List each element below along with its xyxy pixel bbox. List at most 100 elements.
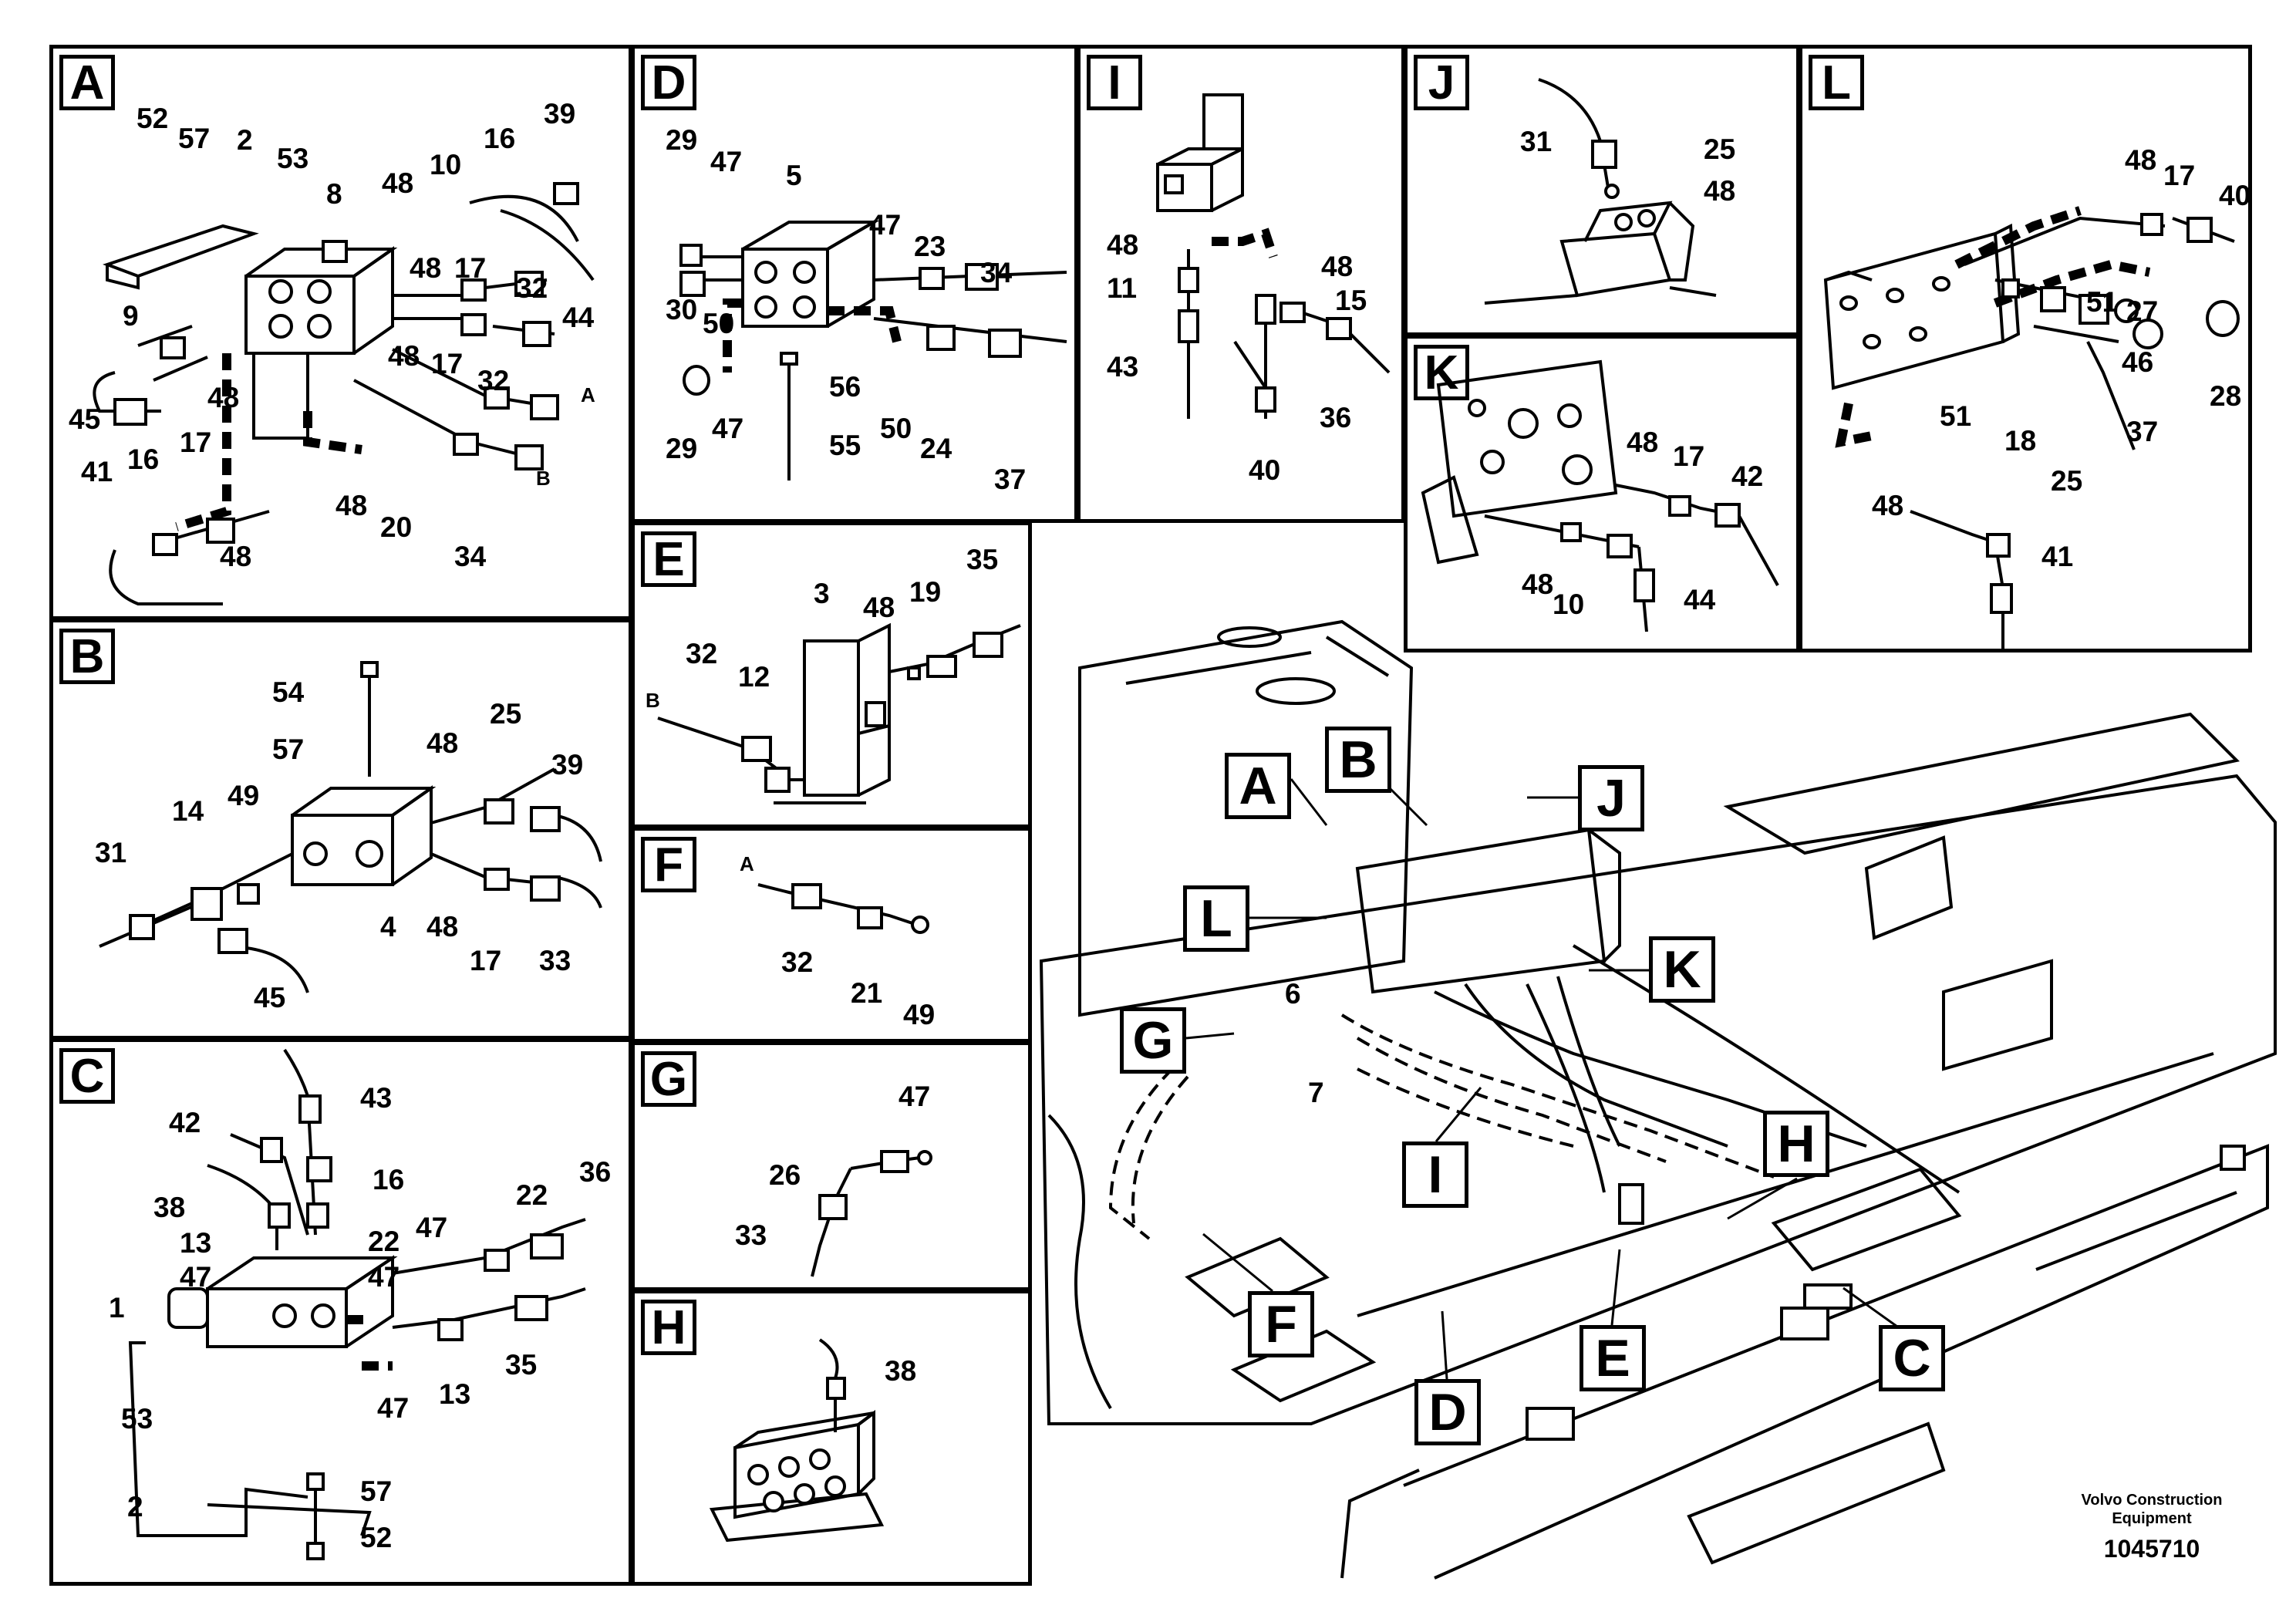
part-number: 18 bbox=[2004, 425, 2037, 457]
connection-end-label: B bbox=[646, 689, 660, 712]
callout-e[interactable]: E bbox=[1580, 1325, 1646, 1391]
part-number: 34 bbox=[980, 257, 1013, 288]
part-number: 22 bbox=[368, 1226, 400, 1257]
part-number: 56 bbox=[829, 371, 861, 403]
callout-k[interactable]: K bbox=[1649, 936, 1715, 1003]
part-number: 48 bbox=[1704, 175, 1736, 207]
part-number: 48 bbox=[426, 911, 459, 943]
control-valve-drawing bbox=[1421, 359, 1779, 632]
part-number: 26 bbox=[769, 1159, 801, 1191]
panel-j: J 31 25 48 bbox=[1404, 45, 1800, 336]
part-number: 34 bbox=[454, 541, 487, 572]
callout-j[interactable]: J bbox=[1578, 765, 1644, 831]
callout-d[interactable]: D bbox=[1414, 1379, 1481, 1445]
callout-l[interactable]: L bbox=[1183, 885, 1249, 952]
part-number: 47 bbox=[377, 1392, 410, 1424]
part-number: 54 bbox=[272, 676, 305, 708]
callout-f[interactable]: F bbox=[1248, 1291, 1314, 1357]
part-number: 29 bbox=[666, 433, 698, 464]
part-number: 23 bbox=[914, 231, 946, 262]
callout-i[interactable]: I bbox=[1402, 1141, 1468, 1208]
part-number: 38 bbox=[885, 1355, 917, 1387]
part-number: 48 bbox=[863, 592, 895, 623]
part-number: 10 bbox=[430, 149, 462, 180]
part-number: 8 bbox=[326, 178, 342, 210]
part-number: 32 bbox=[686, 638, 718, 669]
machine-frame-drawing bbox=[1039, 619, 2277, 1580]
part-number: 45 bbox=[254, 982, 286, 1013]
part-number: 39 bbox=[544, 98, 576, 130]
callout-b[interactable]: B bbox=[1325, 727, 1391, 793]
part-number: 48 bbox=[382, 167, 414, 199]
part-number: 48 bbox=[1107, 229, 1139, 261]
panel-g: G 47 26 33 bbox=[631, 1041, 1032, 1291]
part-number: 48 bbox=[220, 541, 252, 572]
part-number: 27 bbox=[2126, 295, 2159, 327]
part-number: 48 bbox=[1872, 490, 1904, 521]
panel-label: A bbox=[59, 55, 115, 110]
part-number: 36 bbox=[579, 1156, 612, 1188]
part-number: 14 bbox=[172, 795, 204, 827]
plate-fitting-drawing bbox=[1823, 206, 2240, 650]
part-number: 25 bbox=[2051, 465, 2083, 497]
part-number: 11 bbox=[1107, 272, 1138, 304]
part-number: 1 bbox=[109, 1292, 125, 1324]
valve-section-drawing bbox=[1484, 78, 1717, 305]
part-number: 17 bbox=[431, 348, 464, 379]
panel-d: D 29 47 5 47 23 34 30 50 56 29 47 55 50 bbox=[631, 45, 1078, 523]
part-number: 45 bbox=[69, 403, 101, 435]
hose-fitting-drawing bbox=[757, 883, 929, 934]
part-number: 50 bbox=[880, 413, 912, 444]
solenoid-valve-drawing bbox=[128, 1048, 586, 1560]
part-number: 32 bbox=[516, 272, 548, 304]
part-number: 37 bbox=[994, 464, 1027, 495]
part-number: 57 bbox=[360, 1475, 393, 1507]
part-number: 31 bbox=[1520, 126, 1553, 157]
part-number: 41 bbox=[81, 456, 113, 487]
brand-name: Volvo Construction bbox=[2081, 1492, 2223, 1509]
panel-l: L 48 17 40 51 bbox=[1799, 45, 2252, 653]
part-number: 47 bbox=[180, 1261, 212, 1293]
panel-h: H 38 bbox=[631, 1290, 1032, 1586]
callout-a[interactable]: A bbox=[1225, 753, 1291, 819]
part-number: 15 bbox=[1335, 285, 1367, 316]
panel-label: D bbox=[641, 55, 696, 110]
part-number: 38 bbox=[153, 1192, 186, 1223]
part-number: 32 bbox=[781, 946, 814, 978]
part-number: 19 bbox=[909, 576, 942, 608]
callout-g[interactable]: G bbox=[1120, 1007, 1186, 1074]
part-number: 39 bbox=[551, 749, 584, 781]
part-number: 47 bbox=[710, 146, 743, 177]
part-number: 32 bbox=[477, 365, 510, 396]
callout-h[interactable]: H bbox=[1763, 1111, 1829, 1177]
connection-end-label: B bbox=[536, 467, 551, 490]
part-number: 48 bbox=[335, 490, 368, 521]
part-number: 47 bbox=[712, 413, 744, 444]
drawing-number: 1045710 bbox=[2103, 1535, 2200, 1563]
bracket-fitting-drawing bbox=[657, 622, 1021, 804]
part-number: 36 bbox=[1320, 402, 1352, 433]
part-number: 43 bbox=[360, 1082, 393, 1114]
part-number: 13 bbox=[439, 1378, 471, 1410]
part-number: 30 bbox=[666, 294, 698, 325]
callout-c[interactable]: C bbox=[1879, 1325, 1945, 1391]
panel-a: A bbox=[49, 45, 632, 620]
part-number: 40 bbox=[2219, 180, 2251, 211]
tee-fitting-drawing bbox=[1156, 93, 1391, 419]
panel-label: B bbox=[59, 629, 115, 684]
part-number: 44 bbox=[562, 302, 595, 333]
part-number: 46 bbox=[2122, 346, 2154, 378]
part-number: 12 bbox=[738, 661, 770, 693]
distribution-block-drawing bbox=[709, 1338, 885, 1543]
part-number: 4 bbox=[380, 911, 396, 943]
connection-end-label: A bbox=[740, 852, 754, 875]
part-number: 16 bbox=[127, 443, 160, 475]
manifold-block-drawing bbox=[679, 219, 1067, 481]
part-number: 29 bbox=[666, 124, 698, 156]
part-number: 44 bbox=[1684, 584, 1716, 615]
part-number: 35 bbox=[966, 544, 999, 575]
part-number: 13 bbox=[180, 1227, 212, 1259]
part-number: 49 bbox=[903, 999, 936, 1030]
part-number: 37 bbox=[2126, 416, 2159, 447]
